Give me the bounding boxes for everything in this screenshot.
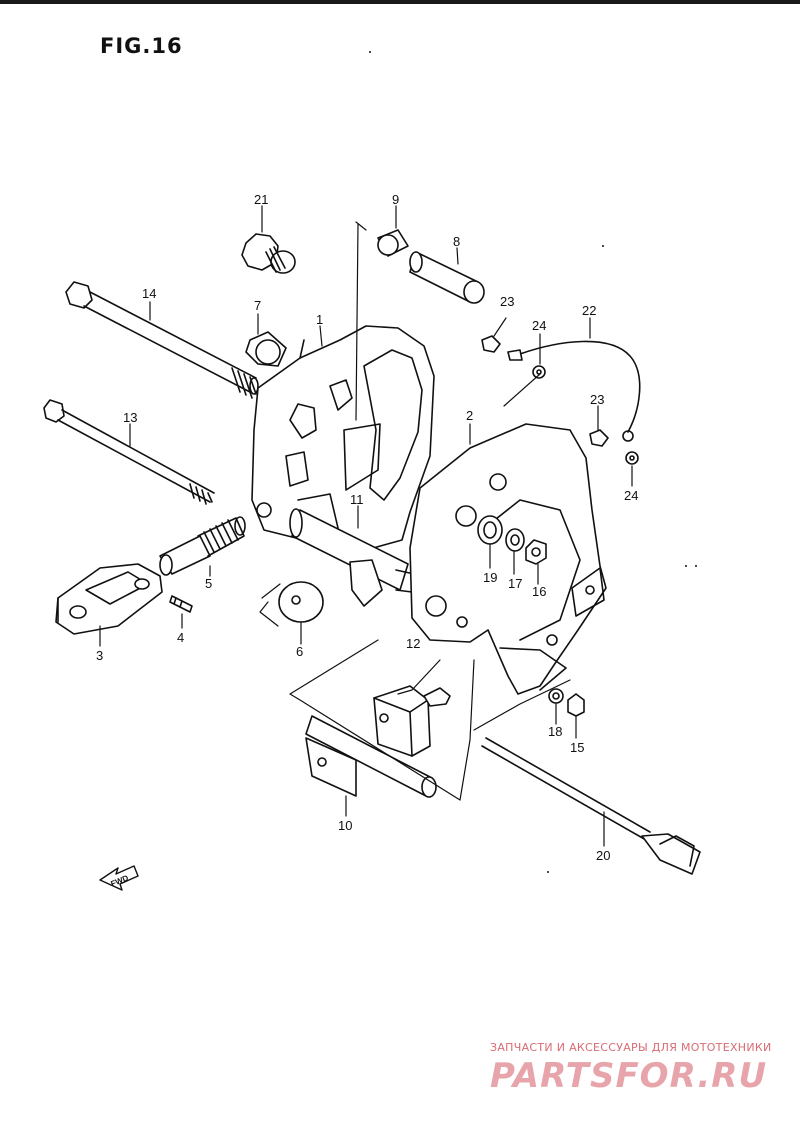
callout-11: 11 [350, 492, 364, 507]
part-24-washer-top [532, 365, 546, 379]
fwd-arrow-icon: FWD [99, 865, 139, 891]
callout-leaders [99, 205, 633, 847]
part-3-lever [55, 563, 163, 635]
callout-23-top: 23 [500, 294, 514, 309]
part-24-washer-right [625, 451, 639, 465]
part-19-washer [477, 515, 503, 545]
callout-14: 14 [142, 286, 156, 301]
watermark-logo: PARTSFOR.RU [490, 1056, 768, 1096]
part-14-long-bolt [65, 281, 259, 399]
callout-9: 9 [392, 192, 399, 207]
callout-12: 12 [406, 636, 420, 651]
part-12-bolt [423, 687, 451, 707]
part-7-bushing [245, 331, 287, 367]
part-11-tube [289, 508, 415, 607]
callout-8: 8 [453, 234, 460, 249]
part-12-block [373, 685, 431, 757]
callout-5: 5 [205, 576, 212, 591]
part-6-plate [278, 581, 324, 623]
callout-22: 22 [582, 303, 596, 318]
callout-19: 19 [483, 570, 497, 585]
part-16-nut [525, 539, 547, 565]
callout-13: 13 [123, 410, 137, 425]
part-23-screw-right [589, 429, 609, 447]
part-5-threaded-shaft [159, 516, 246, 576]
callout-20: 20 [596, 848, 610, 863]
callout-7: 7 [254, 298, 261, 313]
part-4-pin [169, 595, 193, 613]
watermark-subtitle: ЗАПЧАСТИ И АКСЕССУАРЫ ДЛЯ МОТОТЕХНИКИ [490, 1041, 772, 1054]
callout-10: 10 [338, 818, 352, 833]
assembly-guide-lines [259, 221, 571, 801]
part-18-washer [548, 688, 564, 704]
callout-2: 2 [466, 408, 473, 423]
speckles [369, 51, 697, 873]
part-13-thin-bolt [43, 399, 215, 505]
callout-17: 17 [508, 576, 522, 591]
part-9-bushing [377, 229, 409, 257]
part-20-rod [481, 737, 701, 875]
part-23-screw-top [481, 335, 501, 353]
part-17-washer [505, 528, 525, 552]
callout-3: 3 [96, 648, 103, 663]
part-8-pin [409, 251, 485, 304]
callout-24-top: 24 [532, 318, 546, 333]
callout-6: 6 [296, 644, 303, 659]
part-1-clamp-bracket [251, 325, 435, 551]
callout-15: 15 [570, 740, 584, 755]
callout-4: 4 [177, 630, 184, 645]
callout-18: 18 [548, 724, 562, 739]
callout-24-right: 24 [624, 488, 638, 503]
callout-labels: 21 9 8 14 7 1 23 22 24 23 13 2 24 11 5 1… [96, 192, 638, 863]
callout-21: 21 [254, 192, 268, 207]
part-21-plug [241, 233, 296, 274]
part-15-nut [567, 693, 585, 717]
part-22-cable [507, 340, 641, 442]
figure-title: FIG.16 [100, 34, 183, 58]
callout-23-right: 23 [590, 392, 604, 407]
top-border [0, 0, 800, 4]
callout-1: 1 [316, 312, 323, 327]
part-2-clamp-bracket [409, 423, 607, 695]
callout-16: 16 [532, 584, 546, 599]
